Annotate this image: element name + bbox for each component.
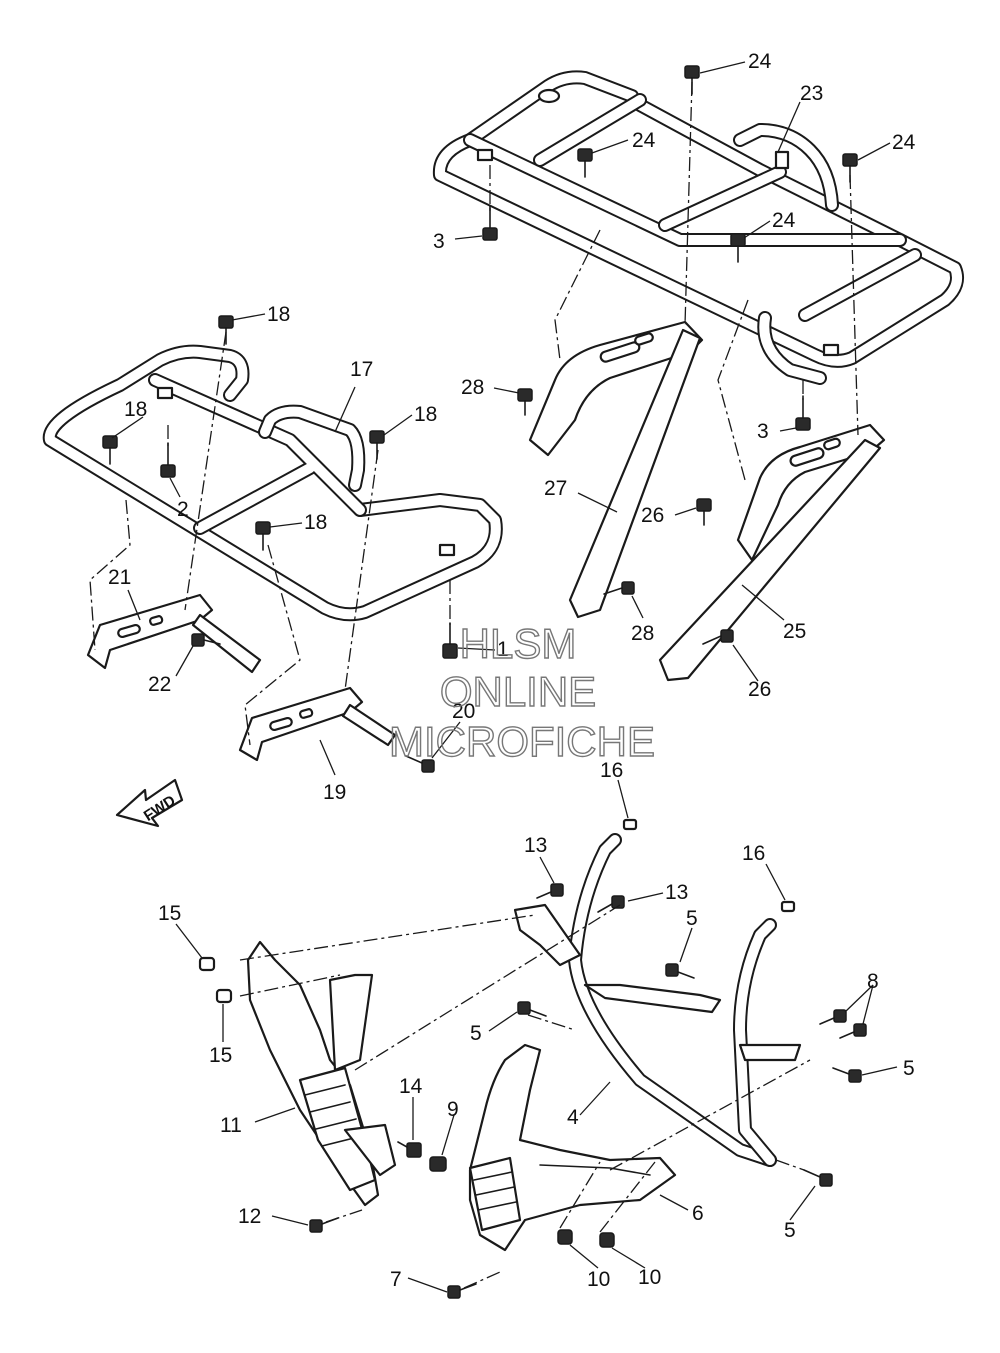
callout-14: 14 bbox=[399, 1075, 423, 1098]
callout-24: 24 bbox=[772, 209, 796, 232]
callout-28: 28 bbox=[461, 376, 484, 399]
bolt-26b bbox=[702, 629, 734, 645]
bolt-7 bbox=[447, 1283, 477, 1299]
bolt-24d bbox=[730, 233, 746, 263]
callout-11: 11 bbox=[220, 1114, 242, 1137]
watermark: HLSM ONLINE MICROFICHE bbox=[388, 619, 655, 765]
guard-cover-11 bbox=[246, 940, 397, 1207]
callout-leaders bbox=[111, 61, 898, 1293]
bolt-8a bbox=[819, 1009, 847, 1025]
callout-13: 13 bbox=[524, 834, 547, 857]
bolt-1 bbox=[442, 622, 458, 659]
front-carrier bbox=[42, 344, 503, 622]
callout-16: 16 bbox=[742, 842, 765, 865]
callout-18: 18 bbox=[304, 511, 327, 534]
bolt-18c bbox=[369, 430, 385, 460]
callout-17: 17 bbox=[350, 358, 373, 381]
bolt-18d bbox=[255, 521, 271, 551]
bolt-14 bbox=[397, 1141, 422, 1158]
collar-15b bbox=[215, 988, 233, 1004]
callout-12: 12 bbox=[238, 1205, 261, 1228]
callout-23: 23 bbox=[800, 82, 823, 105]
carrier-grommet bbox=[537, 88, 561, 104]
callout-5: 5 bbox=[784, 1219, 796, 1242]
bolt-26a bbox=[696, 498, 712, 526]
bolt-5a bbox=[665, 963, 695, 979]
callout-24: 24 bbox=[892, 131, 916, 154]
bolt-28a bbox=[517, 388, 533, 416]
bolt-18a bbox=[218, 315, 234, 345]
bolt-12 bbox=[309, 1217, 339, 1233]
callout-16: 16 bbox=[600, 759, 623, 782]
callout-10: 10 bbox=[587, 1268, 610, 1291]
callout-5: 5 bbox=[686, 907, 698, 930]
callout-10: 10 bbox=[638, 1266, 661, 1289]
callout-24: 24 bbox=[748, 50, 772, 73]
rear-carrier bbox=[432, 70, 964, 385]
watermark-line3: MICROFICHE bbox=[389, 718, 655, 765]
callout-5: 5 bbox=[903, 1057, 915, 1080]
callout-2: 2 bbox=[177, 498, 189, 521]
bolt-3b bbox=[795, 395, 811, 431]
collar-15a bbox=[198, 956, 216, 972]
callout-7: 7 bbox=[390, 1268, 402, 1291]
clip-16b bbox=[780, 900, 796, 913]
bolt-13b bbox=[597, 895, 625, 913]
bolt-28b bbox=[603, 581, 635, 595]
rear-carrier-stay-25 bbox=[658, 438, 882, 682]
bolt-22 bbox=[191, 633, 221, 647]
callout-1: 1 bbox=[497, 638, 509, 661]
guard-cover-6 bbox=[468, 1043, 677, 1252]
rear-carrier-stay-27 bbox=[568, 328, 702, 619]
callout-8: 8 bbox=[867, 970, 879, 993]
callout-26: 26 bbox=[748, 678, 771, 701]
callout-28: 28 bbox=[631, 622, 654, 645]
callout-3: 3 bbox=[433, 230, 445, 253]
bolt-2 bbox=[160, 442, 176, 478]
bolt-5d bbox=[803, 1169, 833, 1187]
callout-24: 24 bbox=[632, 129, 656, 152]
bolt-3a bbox=[482, 205, 498, 241]
nut-10b bbox=[599, 1232, 615, 1248]
bolt-24b bbox=[577, 148, 593, 178]
callout-3: 3 bbox=[757, 420, 769, 443]
guard-frame-4 bbox=[513, 833, 802, 1167]
callout-13: 13 bbox=[665, 881, 688, 904]
bolt-8b bbox=[839, 1023, 867, 1039]
assembly-lines bbox=[89, 81, 859, 1289]
bolt-20 bbox=[405, 755, 435, 773]
callout-18: 18 bbox=[124, 398, 147, 421]
bolt-18b bbox=[102, 435, 118, 465]
fastener-bolts bbox=[102, 65, 867, 1299]
bolt-5c bbox=[832, 1067, 862, 1083]
front-carrier-bracket-19 bbox=[238, 686, 397, 762]
fwd-arrow-icon: FWD bbox=[115, 778, 184, 828]
callout-4: 4 bbox=[567, 1106, 579, 1129]
bolt-5b bbox=[517, 1001, 547, 1017]
callout-9: 9 bbox=[447, 1098, 459, 1121]
nut-10a bbox=[557, 1229, 573, 1245]
callout-15: 15 bbox=[158, 902, 181, 925]
callout-27: 27 bbox=[544, 477, 567, 500]
callout-15: 15 bbox=[209, 1044, 232, 1067]
nut-9 bbox=[429, 1156, 447, 1172]
watermark-line1: HLSM bbox=[460, 620, 577, 667]
watermark-line2: ONLINE bbox=[440, 668, 596, 715]
callout-19: 19 bbox=[323, 781, 346, 804]
callout-6: 6 bbox=[692, 1202, 704, 1225]
callout-22: 22 bbox=[148, 673, 171, 696]
bolt-24c bbox=[842, 153, 858, 183]
callout-18: 18 bbox=[414, 403, 437, 426]
bolt-13a bbox=[536, 883, 564, 899]
callout-21: 21 bbox=[108, 566, 131, 589]
front-carrier-bracket-21 bbox=[86, 593, 262, 674]
callout-5: 5 bbox=[470, 1022, 482, 1045]
callout-labels: 24 23 24 24 24 3 3 18 18 18 18 17 2 28 2… bbox=[108, 50, 916, 1291]
callout-18: 18 bbox=[267, 303, 290, 326]
callout-20: 20 bbox=[452, 700, 475, 723]
clip-16a bbox=[622, 818, 638, 831]
callout-25: 25 bbox=[783, 620, 806, 643]
callout-26: 26 bbox=[641, 504, 664, 527]
